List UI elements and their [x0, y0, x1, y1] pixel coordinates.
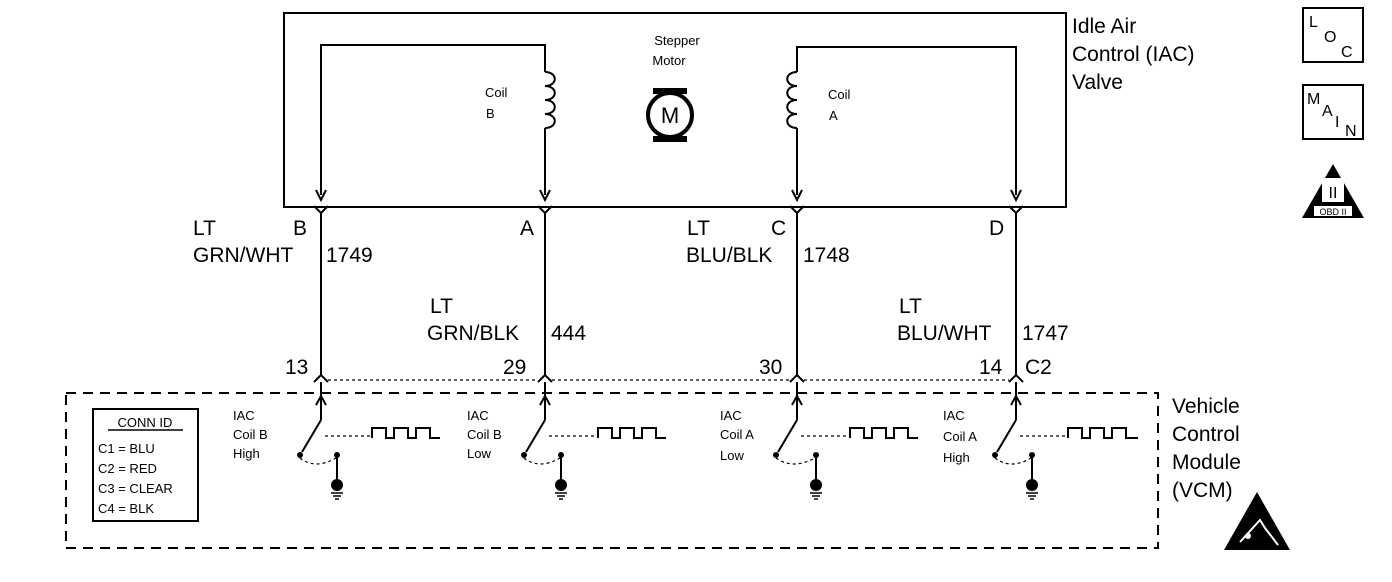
svg-text:C: C [1341, 44, 1353, 61]
obd-ii-icon: II OBD II [1302, 164, 1364, 218]
svg-text:L: L [1309, 14, 1318, 31]
conn-id-row: C4 = BLK [98, 501, 154, 516]
conn-id-row: C1 = BLU [98, 441, 155, 456]
wire-d-color-1: LT [899, 295, 922, 318]
wire-c-color-1: LT [687, 217, 710, 240]
driver-coil-b-high: IAC Coil B High [233, 382, 440, 500]
conn-id-title: CONN ID [118, 415, 173, 430]
conn-id-row: C3 = CLEAR [98, 481, 173, 496]
svg-text:OBD II: OBD II [1319, 207, 1346, 217]
vcm-box [65, 392, 1159, 549]
motor-symbol: M [661, 103, 679, 128]
vcm-title-line4: (VCM) [1172, 479, 1233, 502]
arrow-a [539, 189, 551, 203]
wire-c-circuit: 1748 [803, 244, 850, 267]
motor-label-1: Stepper [654, 33, 700, 48]
svg-text:M: M [1307, 91, 1320, 108]
vcm-pin-14: 14 [979, 356, 1003, 379]
driver-label: Low [467, 446, 491, 461]
vcm-pin-13: 13 [285, 356, 308, 379]
coil-a-wire [796, 46, 1017, 195]
coil-b-label-2: B [486, 106, 495, 121]
coil-b-label-1: Coil [485, 85, 508, 100]
driver-label: High [233, 446, 260, 461]
main-badge-icon: M A I N [1302, 84, 1364, 140]
vcm-title-line1: Vehicle [1172, 395, 1240, 418]
motor-label-2: Motor [652, 53, 686, 68]
iac-title-line3: Valve [1072, 71, 1123, 94]
vcm-title-line3: Module [1172, 451, 1241, 474]
coil-a-label-2: A [829, 108, 838, 123]
arrow-d [1010, 189, 1022, 203]
coil-b-wire [320, 44, 546, 195]
arrow-b [315, 189, 327, 203]
pin-a-label: A [520, 217, 534, 240]
coil-a-winding [786, 71, 798, 129]
wire-a-color-1: LT [430, 295, 453, 318]
pin-c-label: C [771, 217, 786, 240]
iac-title-line1: Idle Air [1072, 15, 1136, 38]
wire-a-color-2: GRN/BLK [427, 322, 519, 345]
coil-b-winding [544, 71, 556, 129]
connector-c2-label: C2 [1025, 356, 1052, 379]
driver-label: Coil B [467, 427, 502, 442]
wire-d-circuit: 1747 [1022, 322, 1069, 345]
esd-warning-icon [1224, 492, 1290, 550]
svg-text:O: O [1324, 29, 1336, 46]
iac-valve: M Stepper Motor Coil B Coil A Idle Air C… [283, 12, 1195, 208]
driver-label: Coil A [720, 427, 754, 442]
driver-label: Coil B [233, 427, 268, 442]
wire-b-color-2: GRN/WHT [193, 244, 293, 267]
vcm-connector [313, 373, 1024, 383]
pin-b-label: B [293, 217, 307, 240]
pin-d-label: D [989, 217, 1004, 240]
driver-coil-a-high: IAC Coil A High [943, 382, 1138, 500]
driver-coil-a-low: IAC Coil A Low [720, 382, 918, 500]
wire-a-circuit: 444 [551, 322, 586, 345]
svg-text:A: A [1322, 103, 1333, 120]
vcm-pin-29: 29 [503, 356, 526, 379]
svg-text:N: N [1345, 123, 1357, 140]
svg-text:II: II [1329, 185, 1338, 202]
driver-label: High [943, 450, 970, 465]
wire-b-color-1: LT [193, 217, 216, 240]
conn-id-table: CONN ID C1 = BLU C2 = RED C3 = CLEAR C4 … [92, 408, 199, 522]
svg-text:I: I [1335, 114, 1339, 131]
driver-label: IAC [233, 408, 255, 423]
iac-title-line2: Control (IAC) [1072, 43, 1195, 66]
conn-id-row: C2 = RED [98, 461, 157, 476]
wire-d-color-2: BLU/WHT [897, 322, 992, 345]
driver-label: IAC [720, 408, 742, 423]
driver-label: Low [720, 448, 744, 463]
coil-a-label-1: Coil [828, 87, 851, 102]
stepper-motor-icon: M [646, 88, 694, 142]
iac-valve-box [283, 12, 1067, 208]
loc-badge-icon: L O C [1302, 7, 1364, 63]
vcm-title-line2: Control [1172, 423, 1240, 446]
driver-coil-b-low: IAC Coil B Low [467, 382, 666, 500]
driver-label: IAC [467, 408, 489, 423]
wire-c-color-2: BLU/BLK [686, 244, 772, 267]
driver-label: Coil A [943, 429, 977, 444]
arrow-c [791, 189, 803, 203]
driver-label: IAC [943, 408, 965, 423]
wire-b-circuit: 1749 [326, 244, 373, 267]
vcm-pin-30: 30 [759, 356, 782, 379]
